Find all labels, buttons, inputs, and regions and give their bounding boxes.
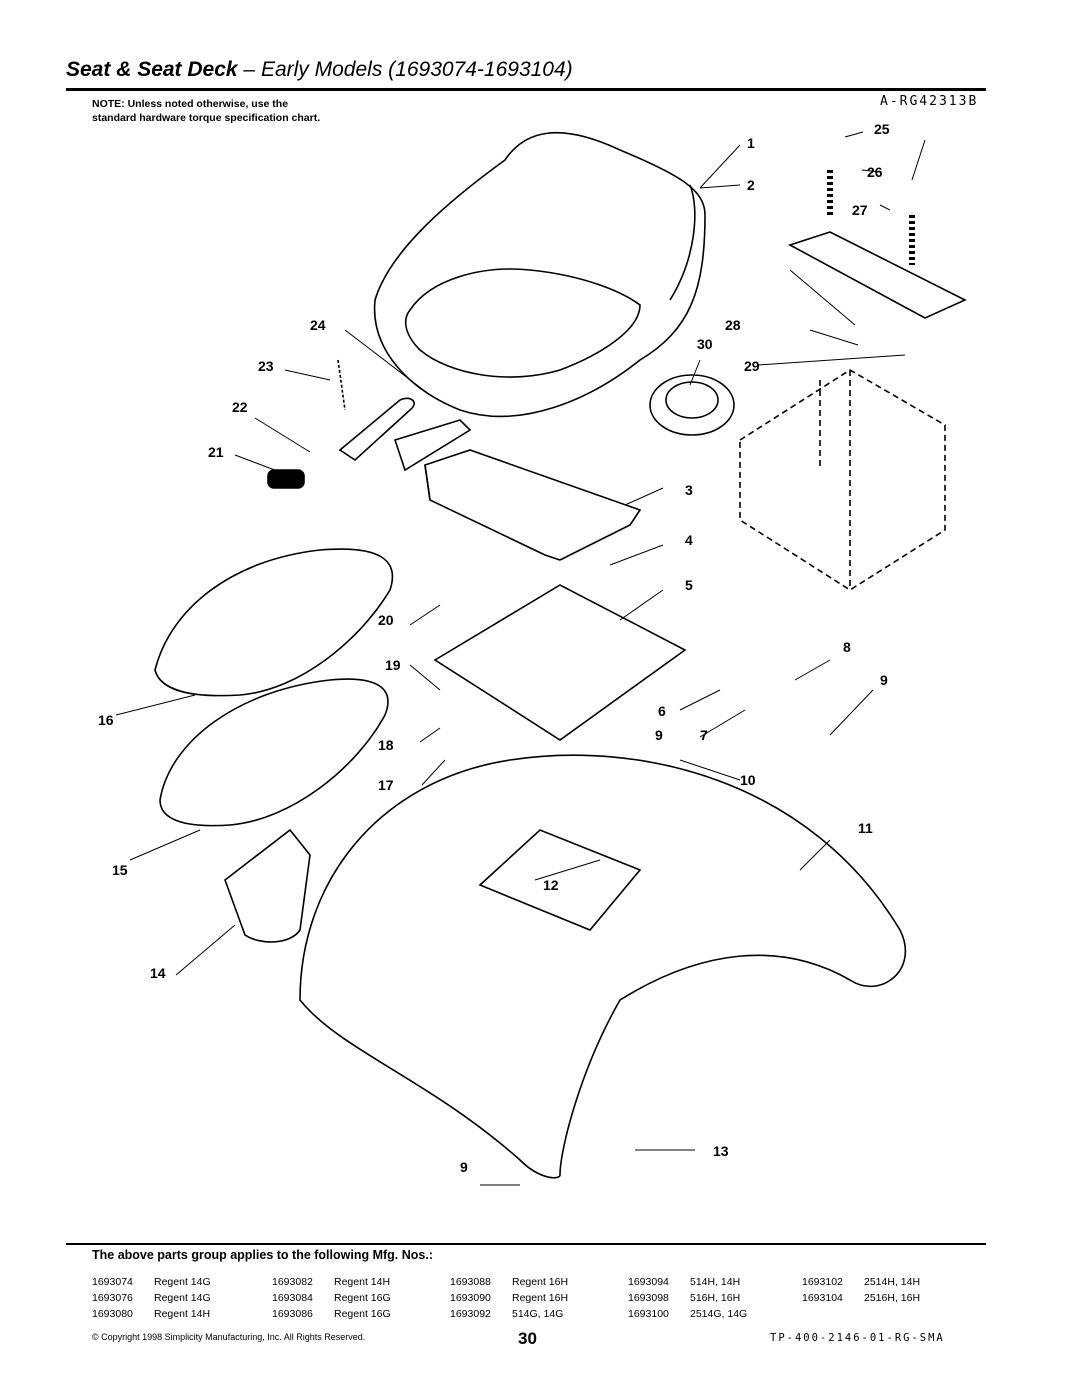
- callout-14: 14: [150, 965, 166, 981]
- applies-heading: The above parts group applies to the fol…: [92, 1248, 433, 1262]
- seat-inner: [404, 268, 641, 378]
- fender-opening: [478, 829, 642, 931]
- callout-19: 19: [385, 657, 401, 673]
- mfg-number: 1693086: [272, 1308, 313, 1320]
- seat-pan: [424, 449, 642, 561]
- adjuster-lever: [338, 397, 415, 462]
- page-number: 30: [518, 1329, 537, 1348]
- left-fender-lower: [159, 678, 389, 827]
- mfg-model: Regent 14G: [154, 1292, 211, 1304]
- leader-lines: [115, 131, 926, 1186]
- callout-29: 29: [744, 358, 760, 374]
- page-title: Seat & Seat Deck – Early Models (1693074…: [66, 58, 573, 82]
- mfg-number: 1693082: [272, 1276, 313, 1288]
- callout-10: 10: [740, 772, 756, 788]
- callout-15: 15: [112, 862, 128, 878]
- spring: [337, 359, 346, 411]
- callout-2: 2: [747, 177, 755, 193]
- lever-grip: [267, 469, 305, 489]
- mfg-number: 1693088: [450, 1276, 491, 1288]
- mfg-model: Regent 16G: [334, 1292, 391, 1304]
- bracket-springs: [827, 170, 915, 265]
- callout-6: 6: [658, 703, 666, 719]
- mfg-model: Regent 14G: [154, 1276, 211, 1288]
- callout-21: 21: [208, 444, 224, 460]
- callout-7: 7: [700, 727, 708, 743]
- title-rest: Early Models (1693074-1693104): [260, 58, 573, 81]
- callout-23: 23: [258, 358, 274, 374]
- seat-rail: [393, 419, 472, 472]
- callout-30: 30: [697, 336, 713, 352]
- callout-20: 20: [378, 612, 394, 628]
- callout-1: 1: [747, 135, 755, 151]
- mfg-number: 1693102: [802, 1276, 843, 1288]
- callout-9-right: 9: [880, 672, 888, 688]
- callout-16: 16: [98, 712, 114, 728]
- callout-8: 8: [843, 639, 851, 655]
- mfg-number: 1693074: [92, 1276, 133, 1288]
- seat-frame: [739, 369, 946, 591]
- copyright-text: © Copyright 1998 Simplicity Manufacturin…: [92, 1332, 366, 1342]
- callout-3: 3: [685, 482, 693, 498]
- callout-9-bottom: 9: [460, 1159, 468, 1175]
- seat-deck-plate: [433, 584, 687, 741]
- mfg-model: 514H, 14H: [690, 1276, 741, 1288]
- mfg-model: 514G, 14G: [512, 1308, 564, 1320]
- top-rule: [66, 88, 986, 91]
- callout-13: 13: [713, 1143, 729, 1159]
- mfg-model: 2514G, 14G: [690, 1308, 748, 1320]
- drawing-id: A-RG42313B: [880, 94, 979, 109]
- callout-9-mid: 9: [655, 727, 663, 743]
- mfg-model: 2516H, 16H: [864, 1292, 921, 1304]
- mfg-model: Regent 16H: [512, 1292, 569, 1304]
- title-dash: –: [237, 58, 261, 81]
- mfg-number: 1693080: [92, 1308, 133, 1320]
- callout-22: 22: [232, 399, 248, 415]
- torque-note: NOTE: Unless noted otherwise, use the st…: [92, 98, 321, 124]
- callout-4: 4: [685, 532, 693, 548]
- document-code: TP-400-2146-01-RG-SMA: [770, 1332, 945, 1344]
- seat-switch: [649, 374, 735, 436]
- callout-17: 17: [378, 777, 394, 793]
- left-fender-upper: [154, 548, 394, 697]
- callout-11: 11: [858, 820, 873, 836]
- mfg-number: 1693076: [92, 1292, 133, 1304]
- mfg-model: Regent 14H: [154, 1308, 211, 1320]
- mfg-model: 2514H, 14H: [864, 1276, 921, 1288]
- title-bold: Seat & Seat Deck: [66, 58, 238, 81]
- mfg-model: Regent 16H: [512, 1276, 569, 1288]
- mfg-number: 1693084: [272, 1292, 313, 1304]
- mfg-number: 1693098: [628, 1292, 669, 1304]
- mfg-model: Regent 14H: [334, 1276, 391, 1288]
- large-fender: [299, 754, 907, 1179]
- callout-27: 27: [852, 202, 868, 218]
- cup-holder: [224, 828, 311, 943]
- callout-18: 18: [378, 737, 394, 753]
- mfg-number: 1693094: [628, 1276, 669, 1288]
- mfg-number: 1693090: [450, 1292, 491, 1304]
- mfg-number: 1693104: [802, 1292, 843, 1304]
- mfg-model: 516H, 16H: [690, 1292, 741, 1304]
- callout-26: 26: [867, 164, 883, 180]
- seat-shape: [373, 131, 706, 418]
- mfg-number: 1693092: [450, 1308, 491, 1320]
- callout-28: 28: [725, 317, 741, 333]
- callout-5: 5: [685, 577, 693, 593]
- spring-bracket: [787, 231, 967, 319]
- bottom-rule: [66, 1243, 986, 1245]
- mfg-model: Regent 16G: [334, 1308, 391, 1320]
- mfg-number: 1693100: [628, 1308, 669, 1320]
- callout-12: 12: [543, 877, 559, 893]
- callout-24: 24: [310, 317, 326, 333]
- callout-25: 25: [874, 121, 890, 137]
